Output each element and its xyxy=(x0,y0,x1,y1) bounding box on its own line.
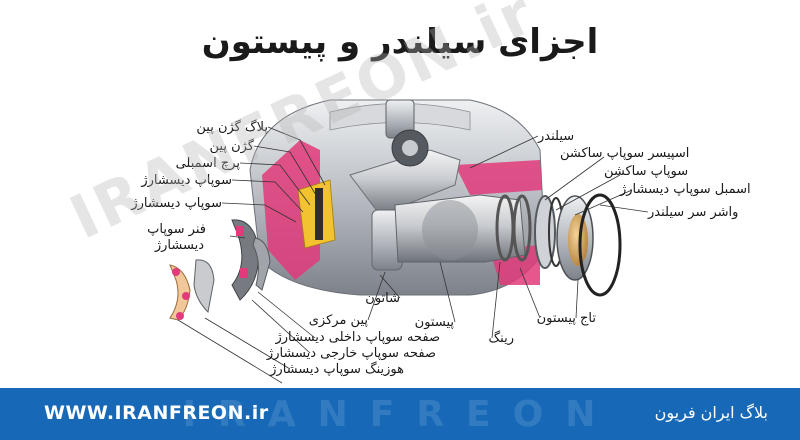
label-cylinder: سیلندر xyxy=(537,129,574,144)
page-title: اجزای سیلندر و پیستون xyxy=(201,22,599,62)
left-exploded-parts xyxy=(169,219,271,321)
label-discharge-valve-1: سوپاپ دیسشارژ xyxy=(140,173,232,188)
label-inner-discharge-plate: صفحه سوپاپ داخلی دیسشارژ xyxy=(275,330,441,345)
label-valve-plate-pin: پلاگ گژن پین xyxy=(196,118,268,135)
label-piston-crown: تاج پیستون xyxy=(537,311,597,326)
label-assembly-pin: پرچ اسمبلی xyxy=(176,156,241,171)
footer-bar: IRANFREON WWW.IRANFREON.ir بلاگ ایران فر… xyxy=(0,388,800,440)
label-piston: پیستون xyxy=(415,315,455,330)
footer-blog-name: بلاگ ایران فریون xyxy=(654,403,768,422)
label-discharge-valve-spring-2: دیسشارژ xyxy=(154,238,204,253)
right-exploded-parts xyxy=(534,193,622,297)
compressor-diagram: پلاگ گژن پین گژن پین پرچ اسمبلی سوپاپ دی… xyxy=(130,99,751,384)
label-gudgeon-pin: گژن پین xyxy=(210,138,255,154)
footer-background-word: IRANFREON xyxy=(182,394,618,435)
label-ring: رینگ xyxy=(489,330,514,346)
label-center-pin: پین مرکزی xyxy=(309,313,369,328)
label-connecting-rod: شاتون xyxy=(365,291,400,306)
label-discharge-valve-2: سوپاپ دیسشارژ xyxy=(130,196,222,211)
label-suction-valve: سوپاپ ساکشن xyxy=(604,164,688,179)
part-labels: پلاگ گژن پین گژن پین پرچ اسمبلی سوپاپ دی… xyxy=(130,118,750,377)
footer-url-link[interactable]: WWW.IRANFREON.ir xyxy=(44,402,269,424)
label-discharge-valve-housing: هوزینگ سوپاپ دیسشارژ xyxy=(269,361,404,377)
leader-lines xyxy=(177,126,649,384)
label-cylinder-head-washer: واشر سر سیلندر xyxy=(647,205,738,220)
label-suction-valve-spacer: اسپیسر سوپاپ ساکشن xyxy=(560,146,689,161)
label-discharge-valve-assembly: اسمبل سوپاپ دیسشارژ xyxy=(619,182,751,197)
compressor-body xyxy=(249,99,546,296)
label-discharge-valve-spring: فنر سوپاپ xyxy=(147,222,206,237)
label-outer-discharge-plate: صفحه سوپاپ خارجی دیسشارژ xyxy=(266,346,436,361)
